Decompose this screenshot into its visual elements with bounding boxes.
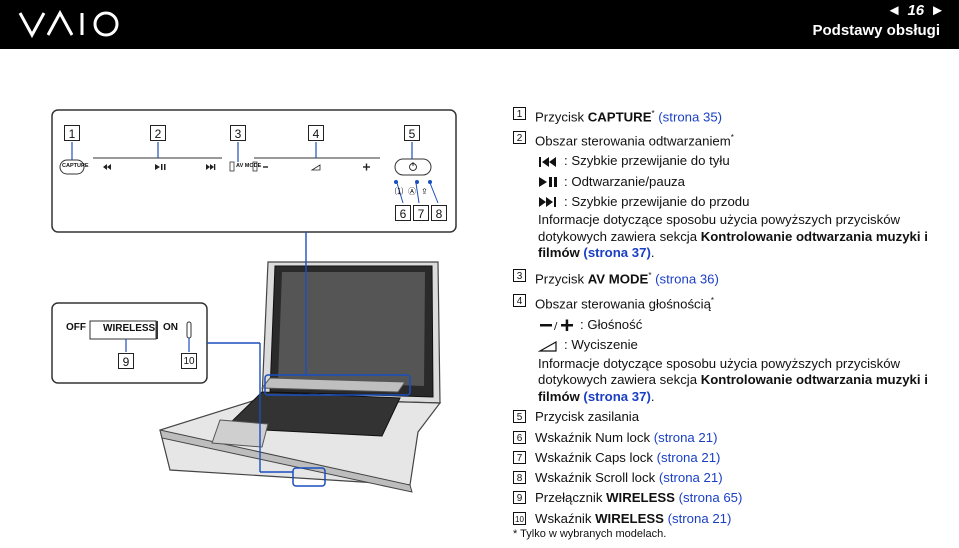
callout-number: 7: [413, 205, 429, 221]
page-link[interactable]: (strona 21): [656, 449, 721, 465]
svg-text:Ⓐ: Ⓐ: [408, 187, 416, 196]
svg-text:⑴: ⑴: [395, 186, 403, 196]
component-list: 1 Przycisk CAPTURE* (strona 35) 2 Obszar…: [513, 104, 953, 529]
header-bar: ◄ 16 ► Podstawy obsługi: [0, 0, 959, 49]
page-link[interactable]: (strona 21): [658, 470, 723, 486]
item-text: Obszar sterowania głośnością: [535, 296, 711, 312]
callout-number: 8: [431, 205, 447, 221]
item-text: Przełącznik: [535, 490, 607, 506]
prev-page-icon[interactable]: ◄: [886, 2, 902, 19]
list-item: 7 Wskaźnik Caps lock (strona 21): [513, 448, 953, 468]
item-number: 9: [513, 491, 526, 505]
callout-number: 10: [181, 353, 197, 369]
svg-text:/: /: [554, 321, 558, 331]
callout-number: 1: [64, 125, 80, 141]
note-bold: Kontrolowanie odtwarzania muzyki i filmó…: [538, 372, 928, 404]
page-link[interactable]: (strona 35): [654, 109, 723, 125]
rewind-text: : Szybkie przewijanie do tyłu: [564, 153, 730, 169]
fast-forward-icon: [539, 197, 556, 208]
footnote: * Tylko w wybranych modelach.: [513, 528, 667, 540]
item-number: 10: [513, 511, 526, 525]
list-item: 6 Wskaźnik Num lock (strona 21): [513, 428, 953, 448]
list-subitem: : Szybkie przewijanie do przodu: [513, 192, 953, 212]
playback-note: Informacje dotyczące sposobu użycia powy…: [513, 212, 953, 262]
mute-icon: [538, 340, 557, 352]
item-bold: WIRELESS: [595, 510, 664, 526]
callout-number: 5: [404, 125, 420, 141]
item-number: 1: [513, 107, 526, 120]
page-number: 16: [907, 2, 925, 19]
list-item: 2 Obszar sterowania odtwarzaniem*: [513, 128, 953, 152]
callout-number: 6: [395, 205, 411, 221]
item-text: Przycisk: [535, 271, 588, 287]
item-text: Wskaźnik Caps lock: [535, 449, 657, 465]
item-number: 2: [513, 130, 526, 144]
list-subitem: : Szybkie przewijanie do tyłu: [513, 151, 953, 171]
page-link[interactable]: (strona 21): [653, 429, 718, 445]
footnote-mark: *: [648, 270, 652, 280]
volume-text: : Głośność: [580, 317, 643, 333]
item-number: 4: [513, 294, 526, 308]
callout-number: 3: [230, 125, 246, 141]
item-number: 8: [513, 471, 526, 485]
callout-number: 4: [308, 125, 324, 141]
item-bold: AV MODE: [587, 271, 649, 287]
list-subitem: / : Głośność: [513, 315, 953, 335]
item-number: 3: [513, 268, 526, 282]
footnote-mark: *: [651, 109, 655, 118]
rewind-icon: [539, 156, 556, 167]
item-text: Wskaźnik Num lock: [535, 429, 654, 445]
note-text: Informacje dotyczące sposobu użycia powy…: [538, 212, 901, 244]
capture-label: CAPTURE: [62, 163, 89, 169]
on-label: ON: [163, 322, 178, 333]
item-text: Przycisk: [535, 109, 588, 125]
item-number: 7: [513, 450, 526, 464]
page-link[interactable]: (strona 37): [579, 388, 651, 404]
page-link[interactable]: (strona 37): [579, 245, 651, 261]
volume-note: Informacje dotyczące sposobu użycia powy…: [513, 356, 953, 406]
page-link[interactable]: (strona 36): [651, 271, 719, 287]
callout-number: 9: [118, 353, 134, 369]
wireless-label: WIRELESS: [103, 323, 156, 334]
volume-minus-plus-icon: /: [540, 319, 573, 332]
page-link[interactable]: (strona 21): [663, 510, 732, 526]
note-text: Informacje dotyczące sposobu użycia powy…: [538, 355, 901, 388]
list-item: 9 Przełącznik WIRELESS (strona 65): [513, 488, 953, 508]
page-nav: ◄ 16 ►: [887, 2, 945, 19]
footnote-mark: *: [710, 296, 715, 306]
list-subitem: : Wyciszenie: [513, 335, 953, 355]
note-end: .: [650, 388, 655, 404]
callout-number: 2: [150, 125, 166, 141]
vaio-logo-icon: [18, 9, 119, 39]
item-bold: CAPTURE: [587, 109, 652, 125]
list-item: 5 Przycisk zasilania: [513, 407, 953, 427]
list-item: 8 Wskaźnik Scroll lock (strona 21): [513, 468, 953, 488]
playpause-text: : Odtwarzanie/pauza: [564, 173, 685, 189]
item-bold: WIRELESS: [606, 490, 675, 506]
section-title: Podstawy obsługi: [812, 22, 940, 39]
laptop-illustration: ⑴ Ⓐ ⇪: [51, 109, 457, 493]
page-link[interactable]: (strona 65): [674, 490, 743, 506]
mute-text: : Wyciszenie: [564, 337, 638, 353]
item-text: Wskaźnik Scroll lock: [535, 470, 659, 486]
list-item: 3 Przycisk AV MODE* (strona 36): [513, 266, 953, 290]
item-number: 6: [513, 430, 526, 444]
list-item: 10 Wskaźnik WIRELESS (strona 21): [513, 509, 953, 529]
list-subitem: : Odtwarzanie/pauza: [513, 172, 953, 192]
forward-text: : Szybkie przewijanie do przodu: [564, 193, 750, 209]
av-mode-label: AV MODE: [236, 163, 262, 169]
svg-text:⇪: ⇪: [421, 187, 428, 196]
note-end: .: [650, 245, 655, 261]
list-item: 1 Przycisk CAPTURE* (strona 35): [513, 104, 953, 128]
item-text: Wskaźnik: [535, 510, 596, 526]
off-label: OFF: [66, 322, 86, 333]
item-number: 5: [513, 410, 526, 424]
note-bold: Kontrolowanie odtwarzania muzyki i filmó…: [538, 228, 928, 261]
list-item: 4 Obszar sterowania głośnością*: [513, 291, 953, 315]
item-text: Przycisk zasilania: [535, 409, 640, 425]
item-text: Obszar sterowania odtwarzaniem: [535, 133, 731, 149]
next-page-icon[interactable]: ►: [930, 2, 945, 19]
play-pause-icon: [539, 176, 557, 187]
footnote-mark: *: [730, 132, 734, 142]
